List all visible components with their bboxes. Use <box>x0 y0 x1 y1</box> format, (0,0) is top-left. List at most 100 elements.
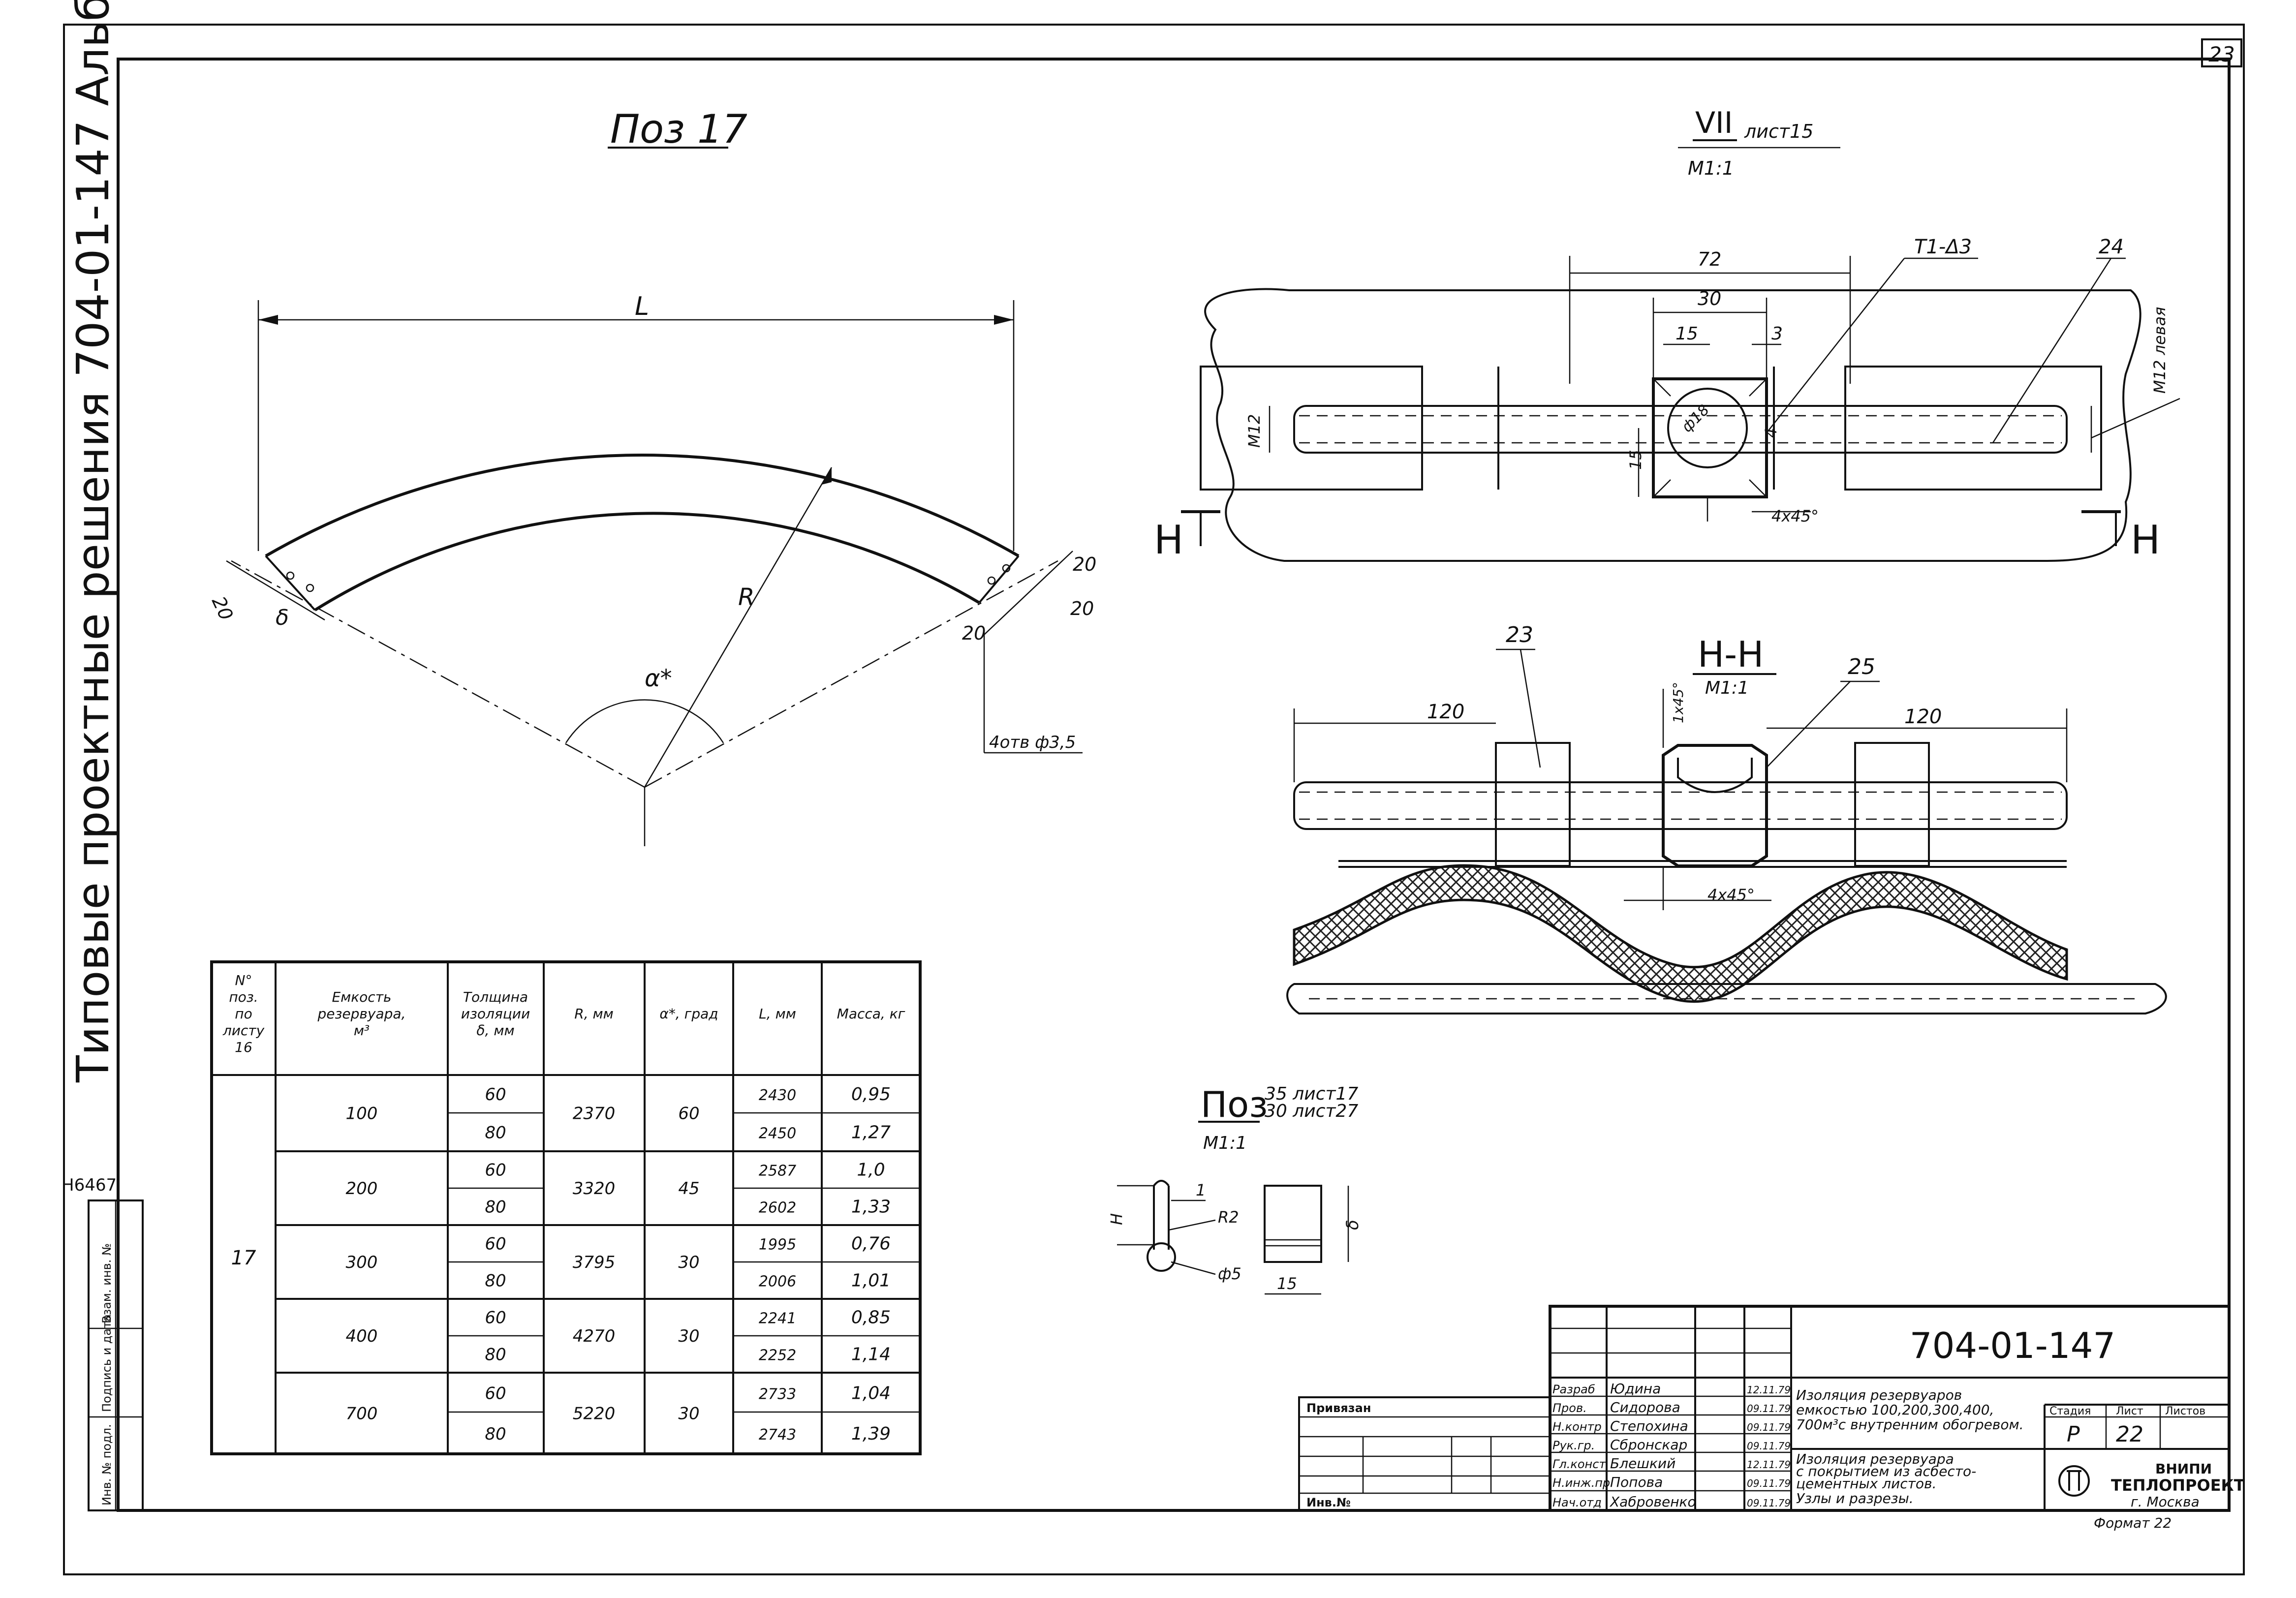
table-mass: 1,0 <box>857 1160 885 1180</box>
view-vii-thread-left: М12 <box>1245 414 1264 448</box>
table-header-cell: листу <box>222 1022 265 1039</box>
corrugated-sheet <box>1293 864 2068 1003</box>
tb-name: Сидорова <box>1610 1399 1680 1415</box>
table-header-cell: δ, мм <box>476 1022 514 1039</box>
margin-field-inv: Инв. № подл. <box>100 1424 114 1506</box>
pos35-drawing: Поз 35 лист17 30 лист27 М1:1 Н 1 R2 ф5 δ… <box>1107 1084 1363 1295</box>
tb-title-line6: цементных листов. <box>1796 1475 1936 1492</box>
view-vii-thread-right: М12 левая <box>2150 307 2169 394</box>
tb-name: Юдина <box>1610 1381 1661 1397</box>
spec-table-text: N°поз.полисту16Емкостьрезервуара,м³Толщи… <box>222 972 905 1444</box>
outer-frame <box>63 24 2245 1575</box>
tb-name: Попова <box>1610 1474 1663 1490</box>
table-capacity: 300 <box>346 1253 378 1272</box>
table-L: 2602 <box>759 1199 796 1217</box>
pos35-title: Поз <box>1201 1084 1268 1125</box>
table-mass: 1,01 <box>851 1271 891 1291</box>
pos35-scale: М1:1 <box>1203 1133 1247 1153</box>
table-mass: 1,04 <box>851 1383 891 1403</box>
table-mass: 0,95 <box>851 1084 891 1105</box>
table-header-cell: R, мм <box>574 1006 614 1022</box>
table-mass: 1,27 <box>851 1122 891 1142</box>
tb-date: 12.11.79 <box>1747 1384 1791 1396</box>
table-alpha: 60 <box>678 1104 699 1124</box>
pos35-dim-1: 1 <box>1196 1181 1206 1199</box>
section-hh-dim-120b: 120 <box>1904 706 1942 728</box>
table-L: 2006 <box>759 1273 796 1291</box>
table-L: 2587 <box>759 1163 796 1180</box>
tb-sheets-label: Листов <box>2165 1405 2205 1417</box>
tb-stage-label: Стадия <box>2049 1405 2091 1417</box>
pos17-dim-R: R <box>738 584 754 611</box>
tb-role: Рук.гр. <box>1552 1439 1595 1452</box>
view-vii-scale: М1:1 <box>1688 157 1734 179</box>
view-vii-dim-15v: 15 <box>1626 450 1645 470</box>
table-alpha: 30 <box>678 1253 699 1272</box>
tb-role: Разраб <box>1552 1383 1595 1396</box>
tb-date: 09.11.79 <box>1747 1477 1791 1489</box>
tb-role: Н.инж.пр <box>1552 1476 1610 1490</box>
margin-field-sign: Подпись и дата <box>100 1314 114 1412</box>
pos35-dim-h: Н <box>1107 1213 1126 1225</box>
table-mass: 0,76 <box>851 1234 891 1254</box>
table-L: 2450 <box>759 1125 796 1142</box>
table-R: 5220 <box>573 1404 616 1424</box>
table-L: 2252 <box>759 1347 796 1364</box>
tb-date: 12.11.79 <box>1747 1459 1791 1471</box>
tb-sheet-label: Лист <box>2116 1405 2143 1417</box>
tb-date: 09.11.79 <box>1747 1421 1791 1433</box>
table-alpha: 30 <box>678 1404 699 1424</box>
tb-inv-no: Инв.№ <box>1306 1496 1351 1509</box>
table-capacity: 400 <box>346 1326 378 1346</box>
table-header-cell: Толщина <box>463 989 528 1005</box>
tb-date: 09.11.79 <box>1747 1403 1791 1414</box>
table-R: 3320 <box>573 1179 616 1198</box>
table-thickness: 60 <box>485 1383 506 1403</box>
tb-stage: Р <box>2067 1422 2080 1447</box>
pos17-dim-20b: 20 <box>962 622 986 644</box>
table-header-cell: 16 <box>235 1039 252 1055</box>
table-L: 2743 <box>759 1426 796 1444</box>
view-vii-dim-15: 15 <box>1675 324 1698 344</box>
table-R: 4270 <box>573 1326 616 1346</box>
side-title: Типовые проектные решения 704-01-147 Аль… <box>67 0 119 1083</box>
tb-role: Нач.отд <box>1552 1496 1602 1509</box>
table-header-cell: Масса, кг <box>837 1006 905 1022</box>
table-capacity: 700 <box>346 1404 378 1424</box>
tb-title-line7: Узлы и разрезы. <box>1796 1490 1914 1506</box>
tb-role: Пров. <box>1552 1401 1587 1415</box>
table-header-cell: м³ <box>354 1022 370 1039</box>
tb-date: 09.11.79 <box>1747 1497 1791 1509</box>
tb-sheet: 22 <box>2116 1422 2143 1447</box>
tb-name: Хабровенко <box>1609 1494 1696 1510</box>
pos17-title: Поз 17 <box>610 106 747 152</box>
section-hh-pos23: 23 <box>1506 622 1533 647</box>
table-thickness: 60 <box>485 1085 506 1105</box>
table-thickness: 80 <box>485 1198 506 1217</box>
view-vii-title: VII <box>1695 106 1733 140</box>
pos17-dim-20d: 20 <box>1073 553 1096 575</box>
tb-title-line5: с покрытием из асбесто- <box>1796 1463 1976 1479</box>
table-L: 2241 <box>759 1310 796 1327</box>
table-L: 1995 <box>759 1236 796 1254</box>
section-hh-chamfer-top: 1х45° <box>1670 682 1686 723</box>
pos17-holes-note: 4отв ф3,5 <box>989 733 1076 752</box>
table-R: 2370 <box>573 1104 616 1124</box>
view-vii-dim-30: 30 <box>1698 288 1721 309</box>
section-hh-pos25: 25 <box>1848 654 1875 679</box>
section-hh-chamfer-bottom: 4х45° <box>1707 886 1755 904</box>
pos17-dim-20a: 20 <box>208 593 237 623</box>
pos35-dim-15: 15 <box>1277 1274 1297 1293</box>
table-thickness: 80 <box>485 1271 506 1291</box>
tb-title-line3: 700м³с внутренним обогревом. <box>1796 1416 2024 1433</box>
tb-privyazan: Привязан <box>1306 1401 1371 1415</box>
pos35-ref2: 30 лист27 <box>1265 1101 1358 1121</box>
title-block-roles: РазрабПров.Н.контрРук.гр.Гл.констН.инж.п… <box>1552 1381 1791 1510</box>
table-R: 3795 <box>573 1253 616 1272</box>
section-hh-drawing: Н-Н М1:1 23 25 120 120 1х45° 4х45° <box>1286 622 2167 1014</box>
tb-name: Блешкий <box>1610 1455 1675 1472</box>
table-capacity: 200 <box>346 1179 378 1198</box>
archive-code: Н6467 <box>62 1175 117 1195</box>
tb-title-line1: Изоляция резервуаров <box>1796 1387 1962 1403</box>
